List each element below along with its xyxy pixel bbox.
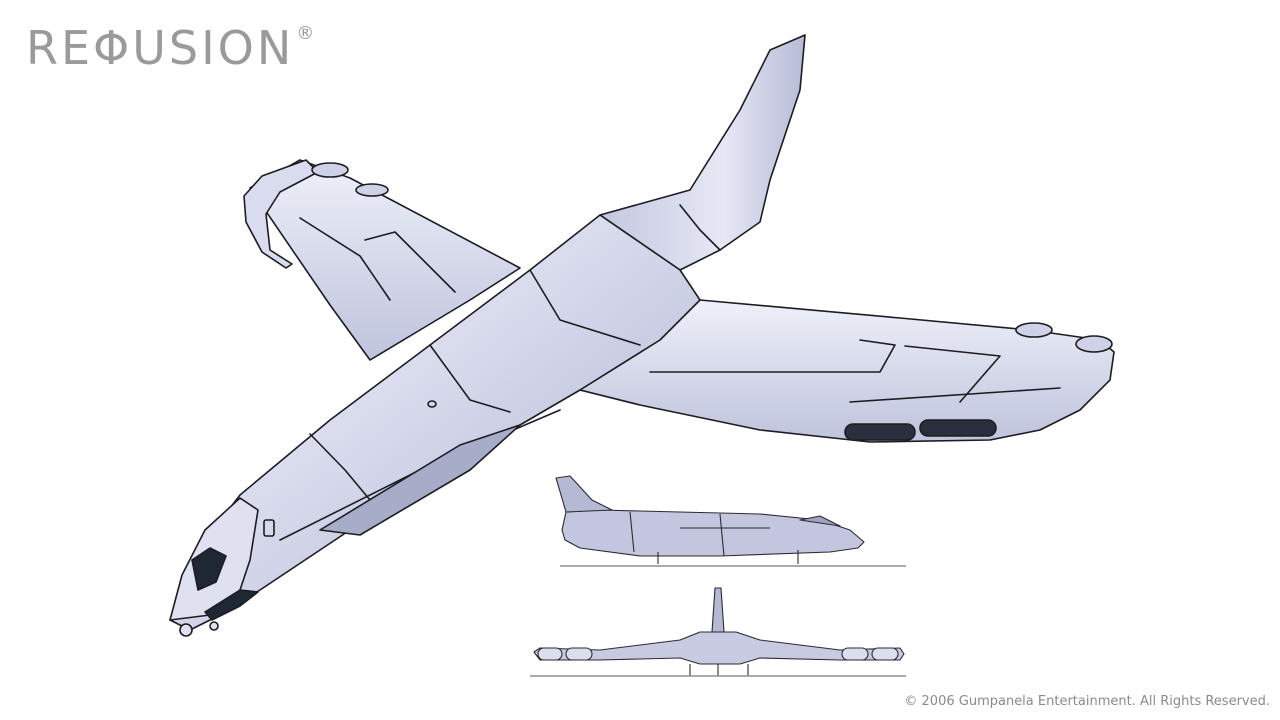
brand-logo: REΦUSION® — [26, 20, 314, 76]
belly-panel — [319, 424, 521, 536]
front-view-pod-left-2 — [565, 647, 593, 661]
side-view — [555, 475, 906, 567]
nose-sensor — [209, 621, 219, 631]
right-wing-intake-2 — [919, 419, 997, 437]
right-wing — [539, 299, 1115, 443]
front-view-wings — [533, 631, 905, 665]
side-view-canopy — [799, 515, 841, 527]
fuselage-hatch — [263, 519, 275, 537]
perspective-view — [169, 34, 1115, 637]
right-wing-flap-2 — [904, 345, 1001, 403]
registered-mark: ® — [296, 23, 315, 44]
left-engine-nacelle — [311, 162, 349, 178]
side-view-panel — [629, 511, 770, 557]
left-engine-nacelle-2 — [355, 183, 389, 197]
tail-fin — [599, 34, 806, 271]
fuselage-port — [427, 400, 437, 408]
right-wing-flap-1 — [649, 339, 896, 373]
nose-underside — [204, 589, 259, 621]
side-view-fuselage — [561, 509, 865, 557]
brand-logo-text: REΦUSION — [26, 21, 295, 75]
left-wing-flap — [364, 231, 456, 293]
front-view-pod-right-2 — [871, 647, 899, 661]
front-view — [530, 587, 906, 677]
copyright-notice: © 2006 Gumpanela Entertainment. All Righ… — [904, 694, 1270, 709]
front-view-pod-left-1 — [537, 647, 563, 661]
left-wing-panel-line — [299, 217, 391, 301]
front-view-fin — [711, 587, 725, 633]
right-engine-nacelle — [1015, 322, 1053, 338]
right-engine-nacelle-2 — [1075, 335, 1113, 353]
nose-gear — [179, 623, 193, 637]
front-view-pod-right-1 — [841, 647, 869, 661]
fuselage-seam-1 — [429, 344, 511, 413]
left-wing-tip-pod — [243, 159, 319, 269]
cockpit-canopy — [191, 547, 227, 591]
right-wing-intake-1 — [844, 423, 916, 441]
tail-fin-panel — [679, 204, 721, 251]
side-view-tail-fin — [555, 475, 613, 513]
fuselage — [169, 214, 701, 631]
fuselage-seam-3 — [529, 269, 641, 346]
fuselage-seam-2 — [309, 433, 371, 501]
right-wing-panel-line — [849, 387, 1061, 403]
